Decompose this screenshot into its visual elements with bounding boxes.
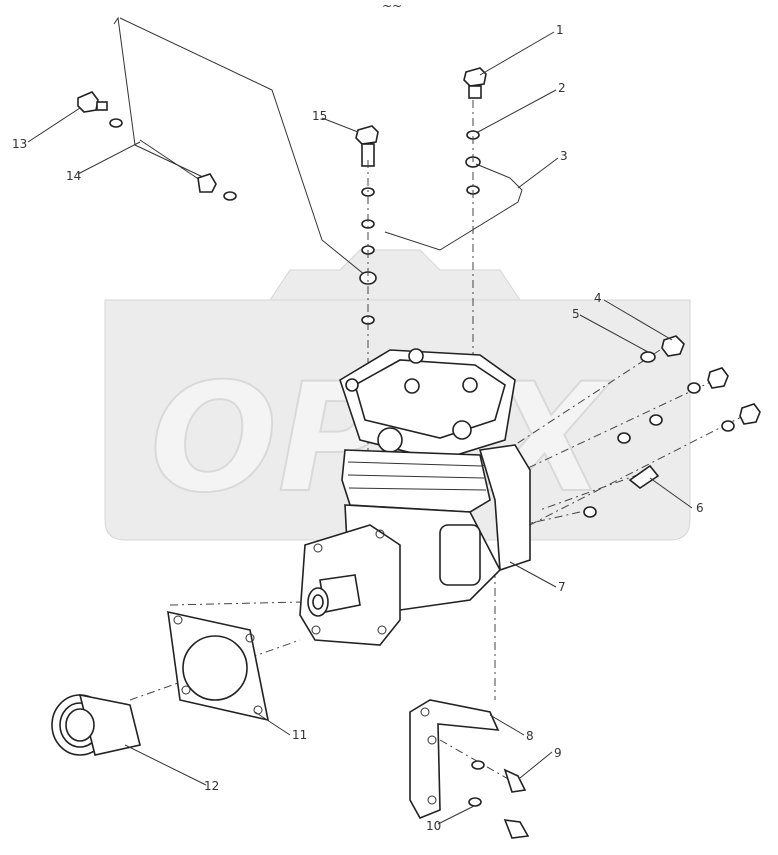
hardware-right bbox=[583, 335, 761, 518]
callout-12: 12 bbox=[204, 779, 219, 793]
callout-9: 9 bbox=[554, 746, 562, 760]
header-mark: ~~ bbox=[382, 0, 402, 13]
gear-12 bbox=[51, 693, 141, 756]
callout-14: 14 bbox=[66, 169, 81, 183]
callout-11: 11 bbox=[292, 728, 307, 742]
bracket-8 bbox=[409, 699, 500, 820]
callout-7: 7 bbox=[558, 580, 566, 594]
bolt-1 bbox=[463, 67, 487, 195]
bolt-13 bbox=[77, 91, 123, 128]
gasket-11 bbox=[167, 610, 270, 722]
wire-line-assembly bbox=[113, 16, 366, 276]
callout-13: 13 bbox=[12, 137, 27, 151]
callout-10: 10 bbox=[426, 819, 441, 833]
callout-1: 1 bbox=[556, 23, 564, 37]
compressor-body bbox=[299, 348, 531, 646]
fitting-14 bbox=[197, 173, 237, 201]
callout-6: 6 bbox=[696, 501, 704, 515]
callout-labels: 1 2 3 4 5 6 7 8 9 10 11 12 13 14 15 bbox=[12, 23, 704, 833]
callout-2: 2 bbox=[558, 81, 566, 95]
callout-leaders bbox=[27, 31, 693, 825]
callout-15: 15 bbox=[312, 109, 327, 123]
pipe-3 bbox=[384, 163, 523, 251]
callout-8: 8 bbox=[526, 729, 534, 743]
callout-4: 4 bbox=[594, 291, 602, 305]
bolts-9-10 bbox=[468, 760, 530, 839]
bolt-15 bbox=[355, 125, 379, 325]
callout-5: 5 bbox=[572, 307, 580, 321]
callout-3: 3 bbox=[560, 149, 568, 163]
